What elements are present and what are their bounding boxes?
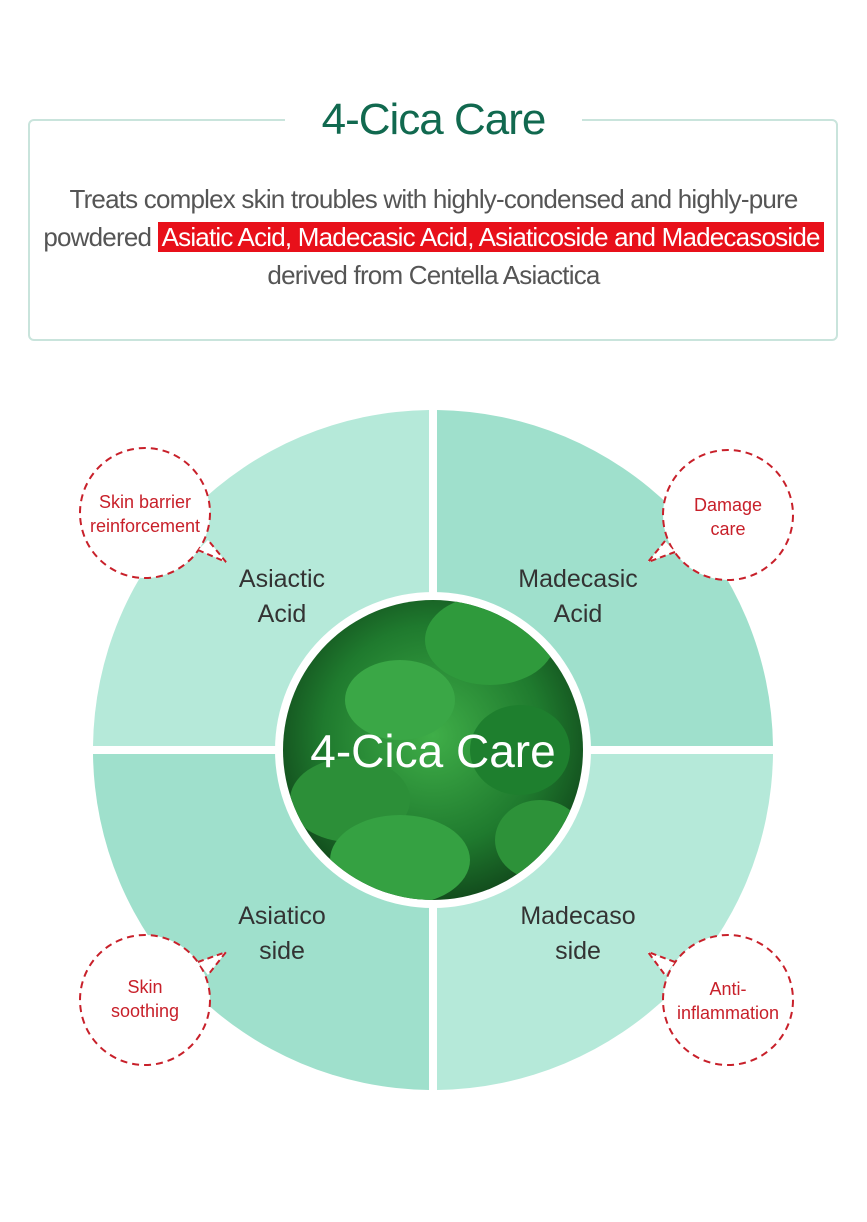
benefit-label: Skin barrier	[99, 492, 191, 512]
benefit-label: care	[710, 519, 745, 539]
quadrant-label: Asiatico	[238, 902, 326, 930]
benefit-label: Damage	[694, 495, 762, 515]
quadrant-label: Madecasic	[518, 565, 638, 593]
benefit-label: soothing	[111, 1001, 179, 1021]
quadrant-label: Acid	[554, 600, 603, 628]
benefit-bubble-skin-soothing: Skin soothing	[79, 934, 229, 1066]
benefit-label: reinforcement	[90, 516, 200, 536]
description: Treats complex skin troubles with highly…	[40, 180, 827, 294]
benefit-bubble-skin-barrier: Skin barrier reinforcement	[79, 447, 227, 579]
benefit-label: Skin	[127, 977, 162, 997]
quadrant-label: Madecaso	[520, 902, 635, 930]
benefit-label: inflammation	[677, 1003, 779, 1023]
benefit-bubble-damage-care: Damage care	[644, 449, 794, 581]
quadrant-label: side	[259, 937, 305, 965]
page-title: 4-Cica Care	[285, 92, 582, 148]
quadrant-label: Asiactic	[239, 565, 325, 593]
center-label: 4-Cica Care	[310, 725, 555, 777]
quadrant-label: Acid	[258, 600, 307, 628]
quadrant-label: side	[555, 937, 601, 965]
benefit-bubble-anti-inflammation: Anti- inflammation	[645, 934, 794, 1066]
description-source: derived from Centella Asiactica	[267, 260, 600, 290]
ingredients-highlight: Asiatic Acid, Madecasic Acid, Asiaticosi…	[157, 222, 824, 252]
centella-leaves-image	[283, 600, 583, 900]
benefit-label: Anti-	[709, 979, 746, 999]
description-text: Treats complex skin troubles with highly…	[43, 184, 798, 252]
